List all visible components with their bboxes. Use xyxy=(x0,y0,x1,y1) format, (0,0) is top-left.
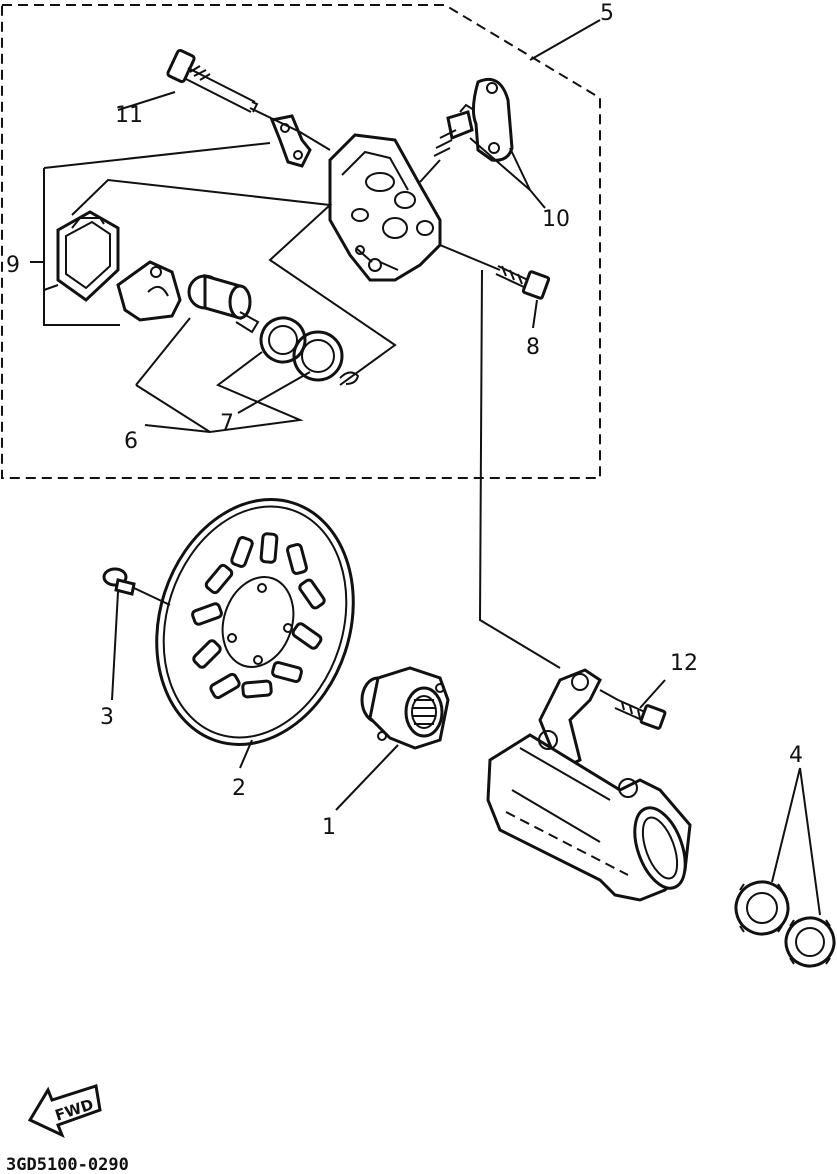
callout-1: 1 xyxy=(322,815,336,840)
part-8-bolt xyxy=(495,265,551,300)
part-4-nuts xyxy=(734,880,836,968)
callout-3: 3 xyxy=(100,705,114,730)
callout-5: 5 xyxy=(600,1,614,26)
callout-11: 11 xyxy=(115,103,143,128)
part-10-clamp-and-bleed-screw xyxy=(433,77,514,162)
part-6-piston xyxy=(187,274,260,334)
pad-retainer-clip xyxy=(269,114,312,168)
lower-leader-lines xyxy=(111,269,821,916)
part-3-disc-screw xyxy=(102,567,171,606)
callout-9: 9 xyxy=(6,253,20,278)
part-1-hub xyxy=(360,666,450,750)
callout-7: 7 xyxy=(220,411,234,436)
caliper-leader-lines xyxy=(30,19,601,434)
part-5-caliper-body xyxy=(328,133,442,282)
forward-direction-arrow: FWD xyxy=(27,1084,102,1138)
callout-8: 8 xyxy=(526,335,540,360)
caliper-assembly-boundary xyxy=(1,4,601,479)
part-9-brake-pads xyxy=(56,210,182,322)
caliper-bracket-and-axle-tube xyxy=(486,668,692,902)
callout-6: 6 xyxy=(124,429,138,454)
drawing-code: 3GD5100-0290 xyxy=(6,1155,129,1174)
callout-10: 10 xyxy=(542,207,570,232)
part-7-seals xyxy=(259,316,360,385)
part-11-pin-bolt xyxy=(166,48,259,113)
callout-4: 4 xyxy=(789,743,803,768)
part-12-bolt xyxy=(614,699,667,730)
part-2-brake-disc xyxy=(155,498,355,746)
callout-2: 2 xyxy=(232,776,246,801)
callout-12: 12 xyxy=(670,651,698,676)
